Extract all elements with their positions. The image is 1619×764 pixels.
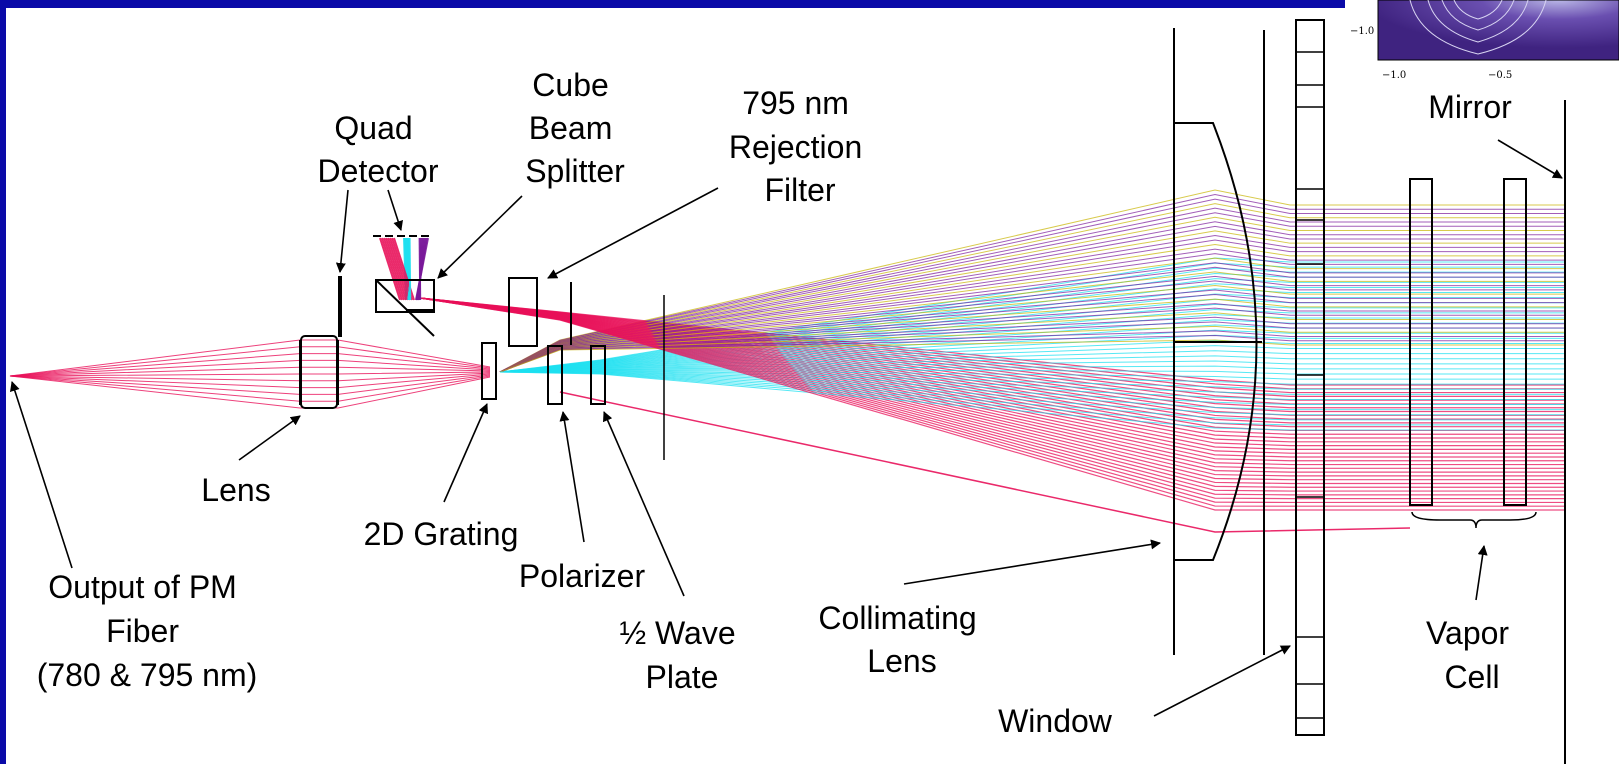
label-collimating-lens: Collimating Lens — [818, 600, 985, 679]
label-quad-detector: Quad Detector — [318, 110, 439, 189]
label-polarizer: Polarizer — [519, 558, 646, 594]
arrow-quad-detector — [335, 189, 349, 273]
input-ray — [9, 373, 491, 389]
inset-plot: −1.0 −1.0 −0.5 — [1348, 0, 1619, 86]
arrow-rejection-filter — [547, 187, 719, 279]
slide-top-bar — [0, 0, 1345, 8]
label-arrows — [10, 139, 1563, 717]
inset-x-tick-1: −1.0 — [1382, 70, 1406, 81]
ray-780 — [419, 297, 1565, 511]
detector-ray-cyan — [408, 237, 412, 301]
detector-ray-red — [385, 237, 407, 301]
label-rejection-filter: 795 nm Rejection Filter — [729, 85, 871, 208]
detector-ray-red — [387, 237, 409, 301]
slide-left-bar — [0, 0, 6, 764]
arrow-beam-splitter — [437, 195, 523, 279]
ray-795 — [499, 339, 1565, 373]
input-ray — [9, 371, 491, 377]
arrow-detector-dash — [387, 189, 403, 231]
ray-cyan — [499, 371, 1565, 431]
arrow-polarizer — [559, 411, 585, 543]
input-ray — [9, 346, 491, 377]
label-cube-beam-splitter: Cube Beam Splitter — [525, 67, 625, 189]
polarizer-element — [547, 345, 563, 405]
input-ray — [9, 374, 491, 395]
arrow-grating — [443, 403, 488, 503]
rejection-filter-block — [508, 277, 538, 347]
inset-plot-area — [1377, 0, 1619, 61]
input-ray — [9, 366, 491, 377]
arrow-window — [1153, 645, 1291, 717]
input-ray — [9, 375, 491, 402]
arrow-vapor-cell — [1475, 545, 1488, 601]
optical-components — [299, 19, 1566, 764]
label-window: Window — [998, 703, 1113, 739]
input-ray — [9, 372, 491, 382]
stray-ray — [559, 391, 1411, 533]
wave-plate-element — [590, 345, 606, 405]
inset-contours — [1409, 0, 1547, 55]
component-labels: Cube Beam Splitter Quad Detector 795 nm … — [37, 67, 1518, 739]
detector-ray-red — [389, 237, 411, 301]
collimating-lens — [1173, 28, 1262, 655]
detector-ray-red — [383, 237, 405, 301]
input-ray — [9, 353, 491, 377]
input-ray — [9, 339, 491, 377]
label-mirror: Mirror — [1428, 89, 1512, 125]
window-element — [1263, 19, 1325, 736]
arrow-output-fiber — [10, 381, 73, 569]
window-segments — [1296, 51, 1324, 719]
ray-trace-bundle — [9, 189, 1565, 533]
label-vapor-cell: Vapor Cell — [1426, 615, 1518, 695]
cube-beam-splitter — [375, 279, 435, 337]
label-lens: Lens — [201, 472, 270, 508]
inset-y-tick: −1.0 — [1350, 26, 1374, 37]
arrow-mirror — [1497, 139, 1563, 179]
arrow-wave-plate — [603, 411, 685, 597]
inset-x-tick-2: −0.5 — [1488, 70, 1512, 81]
input-ray — [9, 359, 491, 377]
label-grating: 2D Grating — [364, 516, 519, 552]
vapor-cell — [1409, 178, 1537, 529]
grating-element — [481, 342, 497, 400]
arrow-lens — [238, 415, 301, 461]
label-wave-plate: ½ Wave Plate — [619, 615, 744, 695]
arrow-collimating-lens — [903, 539, 1161, 585]
input-lens — [299, 335, 339, 409]
detector-ray-red — [381, 237, 403, 301]
detector-ray-red — [379, 237, 401, 301]
label-output-fiber: Output of PM Fiber (780 & 795 nm) — [37, 569, 258, 693]
detector-ray-purple — [418, 237, 422, 301]
